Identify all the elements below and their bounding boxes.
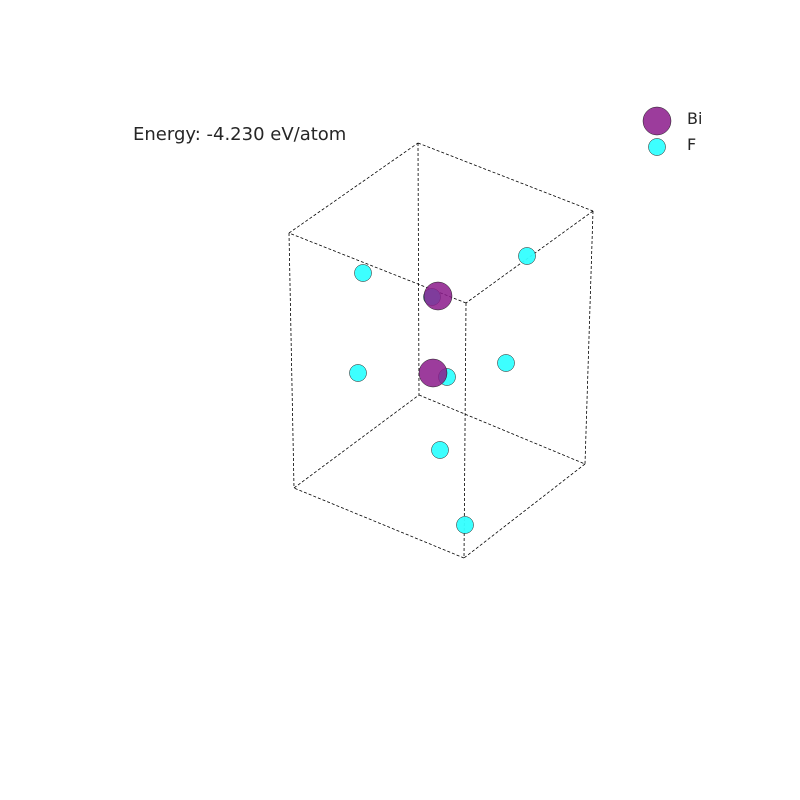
cell-edge (293, 487, 465, 559)
cell-edge (288, 142, 419, 234)
fluorine-atom (349, 364, 367, 382)
cell-edge (288, 232, 295, 489)
legend (642, 106, 672, 156)
cell-edge (463, 463, 586, 559)
legend-label-f: F (687, 135, 697, 154)
fluorine-atom (456, 516, 474, 534)
fluorine-atom (354, 264, 372, 282)
fluorine-atom (431, 441, 449, 459)
energy-label: Energy: -4.230 eV/atom (133, 124, 347, 145)
fluorine-atom (497, 354, 515, 372)
cell-edge (293, 394, 420, 489)
cell-edge (417, 142, 420, 396)
unit-cell-box (288, 142, 594, 559)
bismuth-atom (418, 358, 448, 388)
bismuth-atom (423, 281, 453, 311)
cell-edge (465, 210, 594, 304)
cell-edge (417, 142, 594, 212)
fluorine-atom (518, 247, 536, 265)
cell-edge (584, 210, 594, 465)
cell-edge (463, 302, 467, 559)
legend-marker-f (648, 138, 666, 156)
legend-marker-bi (642, 106, 672, 136)
atoms-layer (349, 247, 536, 534)
legend-label-bi: Bi (687, 109, 703, 128)
